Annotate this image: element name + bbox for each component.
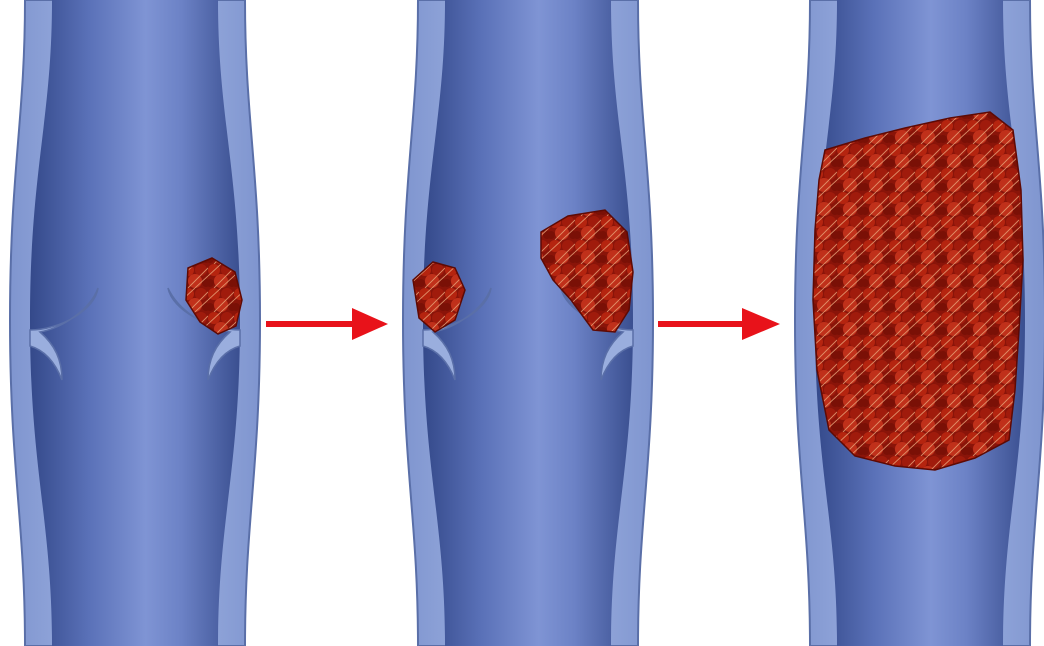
vein-panel-occluded [795,0,1044,646]
right-arrow-icon [266,308,388,340]
vein-panel-normal [10,0,260,646]
vein-panel-clot-growing [403,0,653,646]
blood-clot-icon [813,112,1023,470]
right-arrow-icon [658,308,780,340]
